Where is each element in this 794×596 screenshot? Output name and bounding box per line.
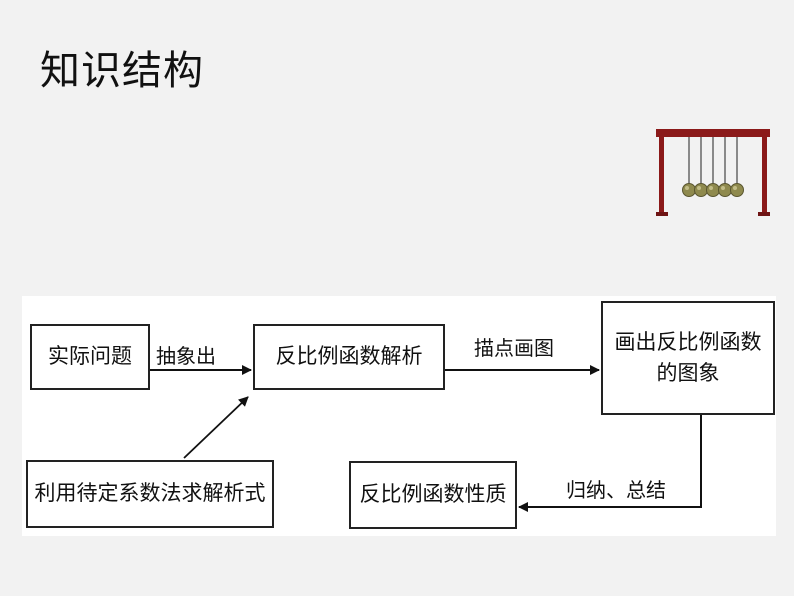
cradle-ball	[706, 183, 720, 197]
cradle-ball	[694, 183, 708, 197]
node-undetermined-coefficients: 利用待定系数法求解析式	[26, 460, 274, 528]
edge-label-summarize: 归纳、总结	[566, 478, 666, 502]
knowledge-structure-diagram: 实际问题 反比例函数解析 画出反比例函数的图象 利用待定系数法求解析式 反比例函…	[22, 296, 776, 536]
node-inverse-function-expression: 反比例函数解析	[253, 324, 445, 390]
slide-title: 知识结构	[40, 48, 204, 94]
cradle-ball	[682, 183, 696, 197]
cradle-top-bar	[656, 129, 770, 137]
cradle-ball	[730, 183, 744, 197]
edge-label-abstract: 抽象出	[156, 344, 216, 368]
diagram-connectors	[150, 365, 702, 512]
node-practical-problem: 实际问题	[30, 324, 150, 390]
arrow-undetermined-to-expression	[183, 396, 249, 459]
node-inverse-function-properties: 反比例函数性质	[349, 461, 517, 529]
arrow-summarize	[518, 415, 702, 512]
cradle-left-post	[659, 134, 664, 216]
cradle-ball	[718, 183, 732, 197]
cradle-right-post	[762, 134, 767, 216]
node-draw-graph: 画出反比例函数的图象	[601, 301, 775, 415]
newtons-cradle-icon	[656, 129, 770, 216]
edge-label-plot-points: 描点画图	[474, 336, 554, 360]
